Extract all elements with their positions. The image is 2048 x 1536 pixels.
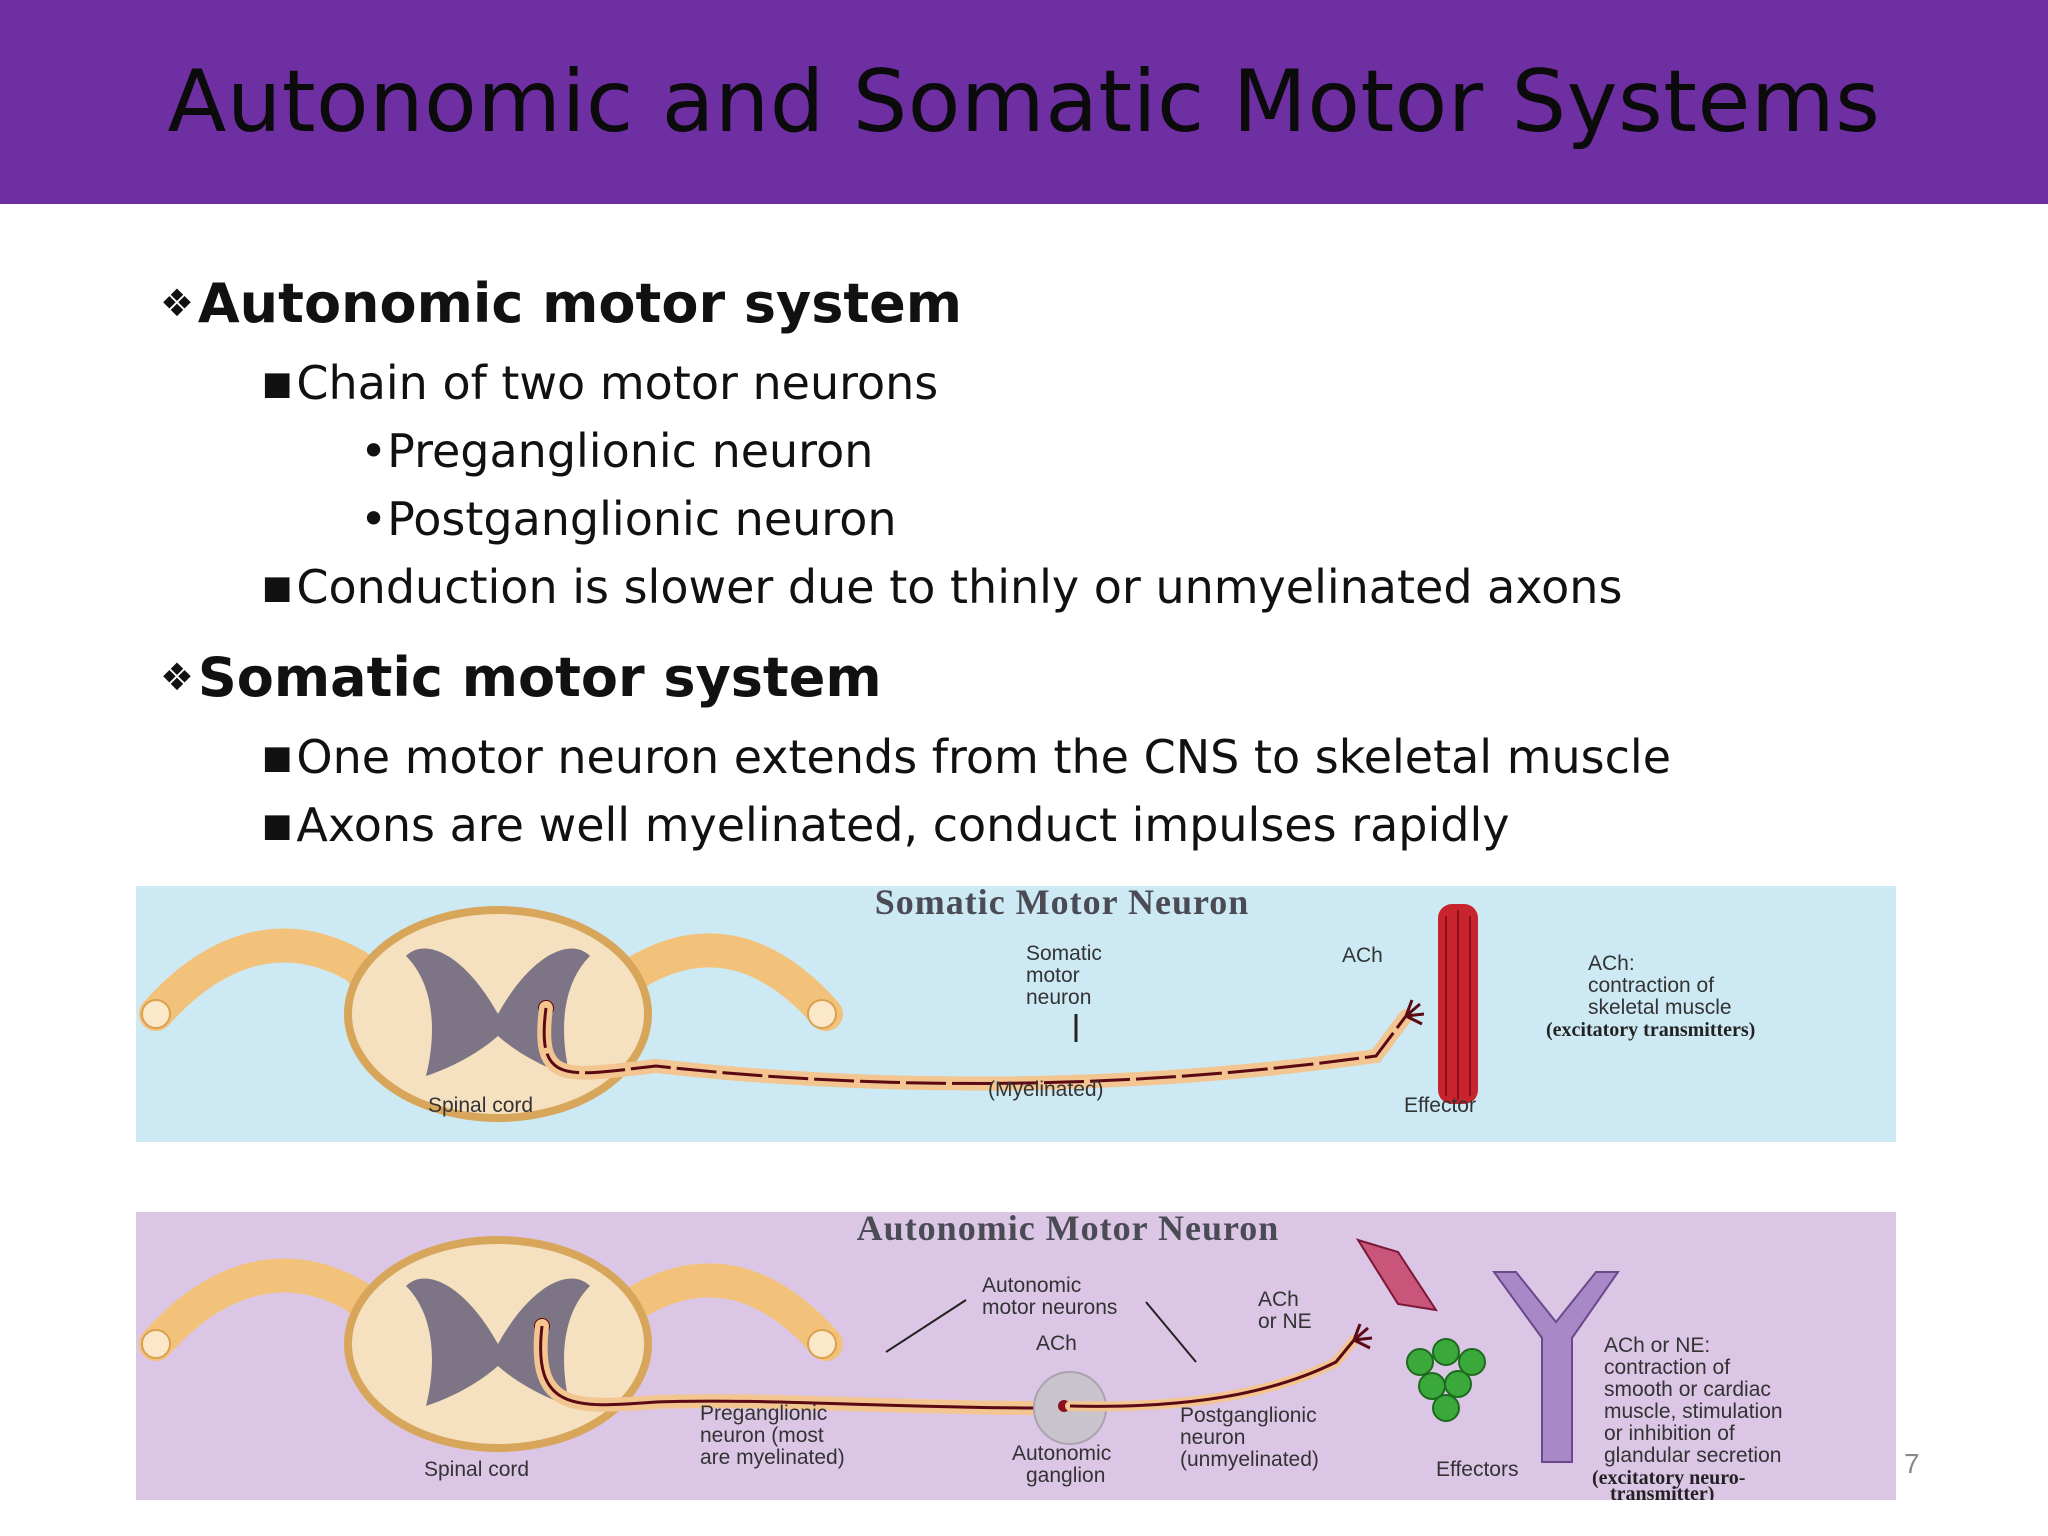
label-postganglionic: Postganglionic (1180, 1404, 1317, 1427)
label-postganglionic: neuron (1180, 1426, 1245, 1449)
gland-cells-icon (1406, 1338, 1486, 1422)
nerve-root (599, 933, 843, 1031)
diamond-bullet-icon: ❖ (160, 281, 194, 326)
autonomic-motor-neuron-diagram: Autonomic Motor Neuron Autonomic motor n… (136, 1212, 1896, 1500)
slide-title: Autonomic and Somatic Motor Systems (167, 52, 1881, 152)
label-preganglionic: Preganglionic (700, 1402, 827, 1425)
diagram-title: Autonomic Motor Neuron (857, 1212, 1280, 1248)
label-effect-note: (excitatory transmitters) (1546, 1019, 1755, 1041)
nerve-root (139, 928, 393, 1031)
label-effectors: Effectors (1436, 1458, 1518, 1481)
label-ganglion: Autonomic (1012, 1442, 1111, 1465)
label-somatic-neuron: motor (1026, 964, 1080, 987)
title-bar (0, 0, 2048, 204)
diagram-title: Somatic Motor Neuron (875, 886, 1250, 922)
section-heading: ❖Autonomic motor system (160, 272, 963, 335)
list-item: ■Chain of two motor neurons (262, 356, 939, 410)
label-autonomic-neurons: Autonomic (982, 1274, 1081, 1297)
label-autonomic-neurons: motor neurons (982, 1296, 1117, 1319)
label-effect: muscle, stimulation (1604, 1400, 1783, 1423)
label-preganglionic: neuron (most (700, 1424, 824, 1447)
label-effect: contraction of (1604, 1356, 1730, 1379)
label-postganglionic: (unmyelinated) (1180, 1448, 1319, 1471)
square-bullet-icon: ■ (262, 568, 293, 607)
dot-bullet-icon: • (360, 424, 388, 478)
square-bullet-icon: ■ (262, 806, 293, 845)
list-item: ■Axons are well myelinated, conduct impu… (262, 798, 1510, 852)
label-spinal-cord: Spinal cord (424, 1458, 529, 1481)
label-ganglion: ganglion (1026, 1464, 1105, 1487)
diamond-bullet-icon: ❖ (160, 655, 194, 700)
square-bullet-icon: ■ (262, 738, 293, 777)
nerve-root (599, 1263, 843, 1361)
label-ach-or-ne: ACh (1258, 1288, 1299, 1311)
preganglionic-axon (539, 1325, 1037, 1410)
somatic-motor-neuron-diagram: Somatic Motor Neuron Somatic motor neuro… (136, 886, 1896, 1142)
axon-terminal-icon (1352, 1323, 1373, 1350)
list-subitem: •Postganglionic neuron (360, 492, 897, 546)
label-ach: ACh (1036, 1332, 1077, 1355)
bullet-list: ❖Autonomic motor system ■Chain of two mo… (160, 272, 1672, 852)
label-effect-note: (excitatory neuro- (1592, 1467, 1745, 1489)
list-item: ■Conduction is slower due to thinly or u… (262, 560, 1623, 614)
label-somatic-neuron: Somatic (1026, 942, 1102, 965)
label-effect: skeletal muscle (1588, 996, 1732, 1019)
label-ach-or-ne: or NE (1258, 1310, 1312, 1333)
nerve-root (139, 1258, 393, 1361)
label-effect-note: transmitter) (1610, 1483, 1714, 1500)
blood-vessel-icon (1492, 1271, 1620, 1463)
section-heading: ❖Somatic motor system (160, 646, 882, 709)
label-ach: ACh (1342, 944, 1383, 967)
label-somatic-neuron: neuron (1026, 986, 1091, 1009)
label-effect: ACh: (1588, 952, 1635, 975)
list-item: ■One motor neuron extends from the CNS t… (262, 730, 1672, 784)
label-effect: glandular secretion (1604, 1444, 1781, 1467)
label-effect: ACh or NE: (1604, 1334, 1710, 1357)
smooth-muscle-cell-icon (1355, 1238, 1439, 1312)
label-effect: contraction of (1588, 974, 1714, 997)
page-number: 7 (1904, 1448, 1920, 1479)
label-effect: smooth or cardiac (1604, 1378, 1771, 1401)
label-spinal-cord: Spinal cord (428, 1094, 533, 1117)
label-preganglionic: are myelinated) (700, 1446, 845, 1469)
label-myelinated: (Myelinated) (988, 1078, 1104, 1101)
label-effect: or inhibition of (1604, 1422, 1735, 1445)
dot-bullet-icon: • (360, 492, 388, 546)
label-effector: Effector (1404, 1094, 1476, 1117)
square-bullet-icon: ■ (262, 364, 293, 403)
axon (542, 1007, 1408, 1085)
list-subitem: •Preganglionic neuron (360, 424, 874, 478)
axon-terminal-icon (1404, 999, 1425, 1026)
